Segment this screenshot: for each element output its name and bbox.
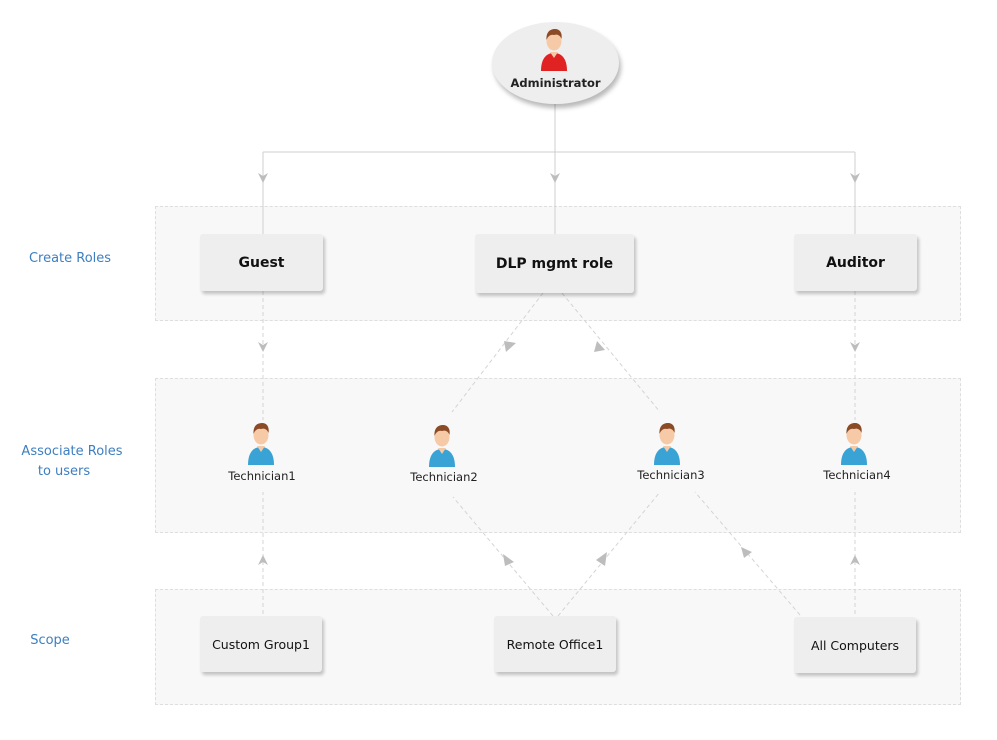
- administrator-node: Administrator: [492, 22, 619, 104]
- administrator-label: Administrator: [510, 76, 601, 90]
- user-red-icon: [541, 29, 567, 71]
- row-label-scope: Scope: [30, 633, 70, 648]
- scope-remote-office1: Remote Office1: [494, 616, 616, 672]
- connector-dlp-tech3: [561, 292, 661, 413]
- scope-custom-group1: Custom Group1: [200, 616, 322, 672]
- technician3-label: Technician3: [637, 468, 705, 482]
- technician3-icon: [654, 423, 680, 465]
- technician1-icon: [248, 423, 274, 465]
- technician2-icon: [429, 425, 455, 467]
- row-label-associate-line1: Associate Roles: [21, 444, 123, 459]
- technician2-label: Technician2: [410, 470, 478, 484]
- role-auditor: Auditor: [794, 234, 917, 291]
- role-guest: Guest: [200, 234, 323, 291]
- technician4-label: Technician4: [823, 468, 891, 482]
- associate-roles-band: [155, 378, 961, 533]
- technician4-icon: [841, 423, 867, 465]
- connector-dlp-tech2: [451, 292, 544, 413]
- row-label-create-roles: Create Roles: [28, 251, 112, 266]
- scope-all-computers: All Computers: [794, 617, 916, 673]
- technician1-label: Technician1: [228, 469, 296, 483]
- connector-ro1-tech2: [452, 496, 554, 617]
- arrow-heads: [258, 173, 860, 566]
- role-dlp-mgmt: DLP mgmt role: [475, 234, 634, 293]
- row-label-associate-roles: Associate Roles to users: [12, 442, 132, 482]
- row-label-associate-line2: to users: [37, 464, 91, 479]
- connector-ro1-tech3: [557, 491, 661, 617]
